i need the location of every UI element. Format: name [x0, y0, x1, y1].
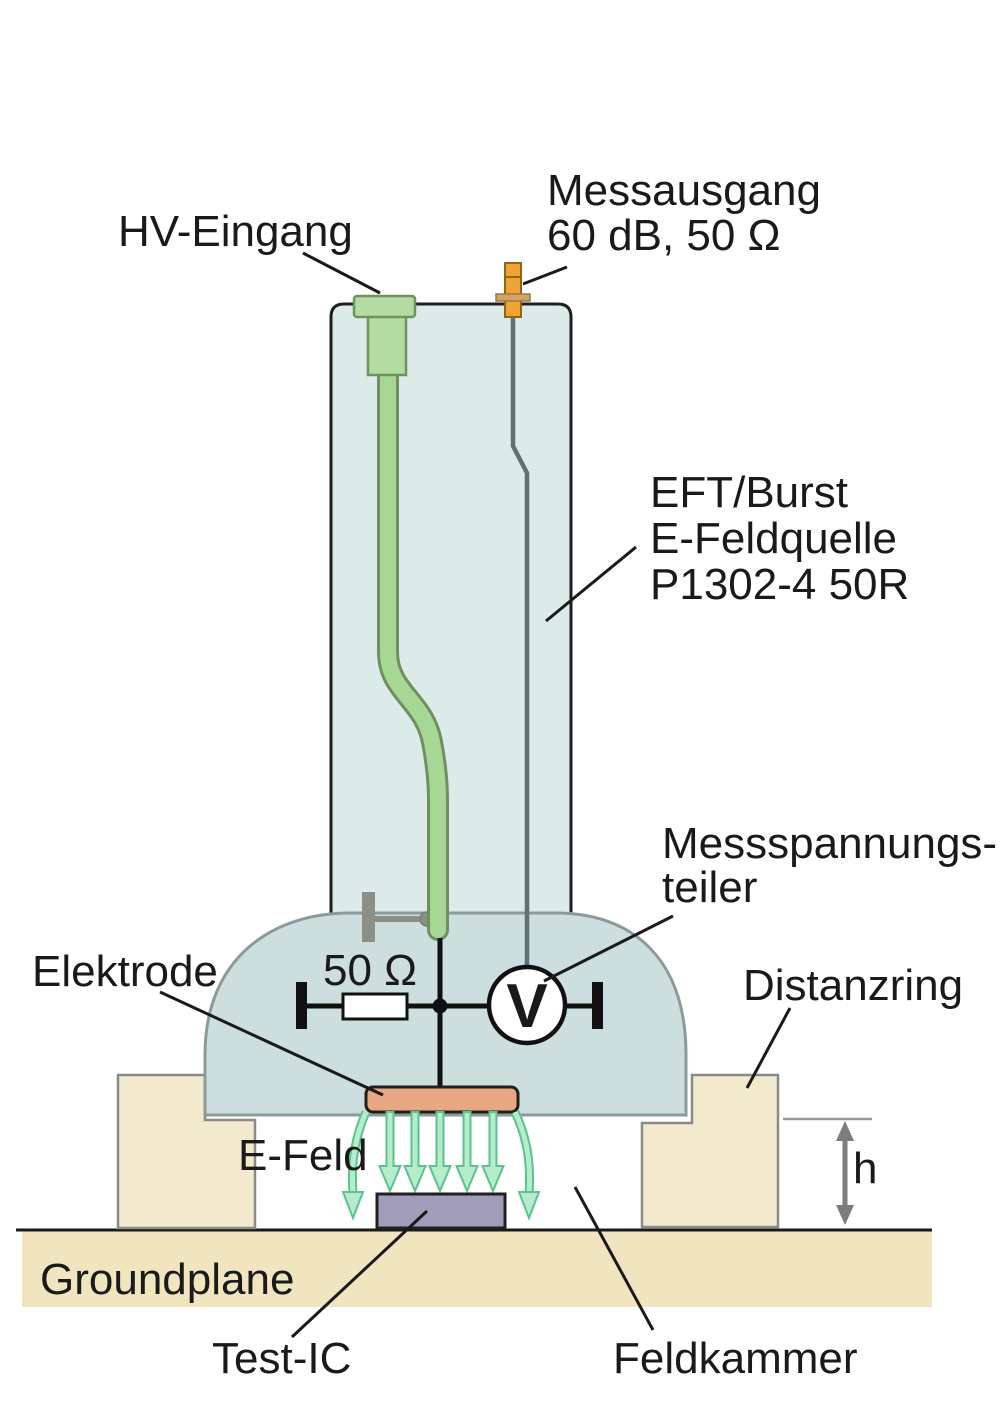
output-connector-flange: [495, 293, 531, 302]
label-eft-line1: EFT/Burst: [650, 468, 848, 517]
pointer-elektrode: [159, 990, 384, 1097]
h-dim-arrowhead-down: [836, 1205, 854, 1225]
label-hv-eingang: HV-Eingang: [118, 207, 353, 256]
hv-connector-body: [366, 313, 408, 377]
e-field-arrow-icon: [427, 1111, 453, 1194]
label-groundplane: Groundplane: [40, 1255, 294, 1304]
distance-ring-right-block: [640, 1073, 780, 1229]
hv-connector-cap: [352, 294, 417, 319]
h-dim-arrowhead-up: [836, 1121, 854, 1141]
e-field-arrow-icon: [402, 1111, 428, 1194]
voltmeter-circle: [486, 964, 568, 1046]
e-field-arrow-curved-left: [349, 1111, 369, 1195]
circuit-terminal-right: [592, 982, 603, 1029]
label-messausgang-line2: 60 dB, 50 Ω: [547, 211, 781, 260]
resistor-symbol: [341, 992, 409, 1021]
circuit-junction-dot: [432, 998, 448, 1014]
label-height-dim: h: [853, 1144, 877, 1193]
label-messspannungsteiler-line1: Messspannungs-: [662, 819, 997, 868]
label-messspannungsteiler-line2: teiler: [662, 863, 757, 912]
e-field-arrow-icon: [454, 1111, 480, 1194]
pointer-test-ic: [290, 1209, 429, 1339]
pointer-distanzring: [745, 1007, 792, 1089]
label-distanzring: Distanzring: [743, 961, 963, 1010]
hv-cable-core: [380, 362, 446, 938]
label-eft-line3: P1302-4 50R: [650, 560, 909, 609]
pointer-feldkammer: [573, 1186, 655, 1331]
t-stub-bar: [362, 892, 375, 942]
pointer-eft-quelle: [545, 545, 637, 623]
pointer-hv-eingang: [302, 251, 381, 295]
label-e-feld: E-Feld: [238, 1131, 368, 1180]
label-messausgang-line1: Messausgang: [547, 166, 821, 215]
output-connector-pin: [504, 262, 522, 318]
groundplane-slab: [22, 1231, 932, 1307]
label-test-ic: Test-IC: [212, 1334, 351, 1383]
circuit-terminal-left: [296, 982, 307, 1029]
pointer-messausgang: [522, 265, 568, 286]
label-feldkammer: Feldkammer: [613, 1334, 858, 1383]
test-ic-chip: [375, 1192, 507, 1230]
e-field-arrow-icon: [480, 1111, 506, 1194]
e-field-arrowhead-left: [341, 1191, 365, 1221]
label-elektrode: Elektrode: [32, 947, 218, 996]
e-field-arrow-curved-right: [512, 1110, 533, 1195]
field-chamber-dome: [203, 911, 688, 1117]
electrode-bar: [364, 1085, 520, 1114]
e-field-arrowhead-right: [517, 1191, 541, 1221]
voltmeter-symbol: V: [506, 972, 547, 1041]
label-resistor-value: 50 Ω: [323, 946, 417, 995]
label-eft-line2: E-Feldquelle: [650, 514, 897, 563]
e-field-arrow-icon: [377, 1111, 403, 1194]
pointer-messspannungsteiler: [543, 914, 674, 983]
measurement-wire: [510, 317, 530, 967]
source-column-body: [329, 302, 573, 944]
